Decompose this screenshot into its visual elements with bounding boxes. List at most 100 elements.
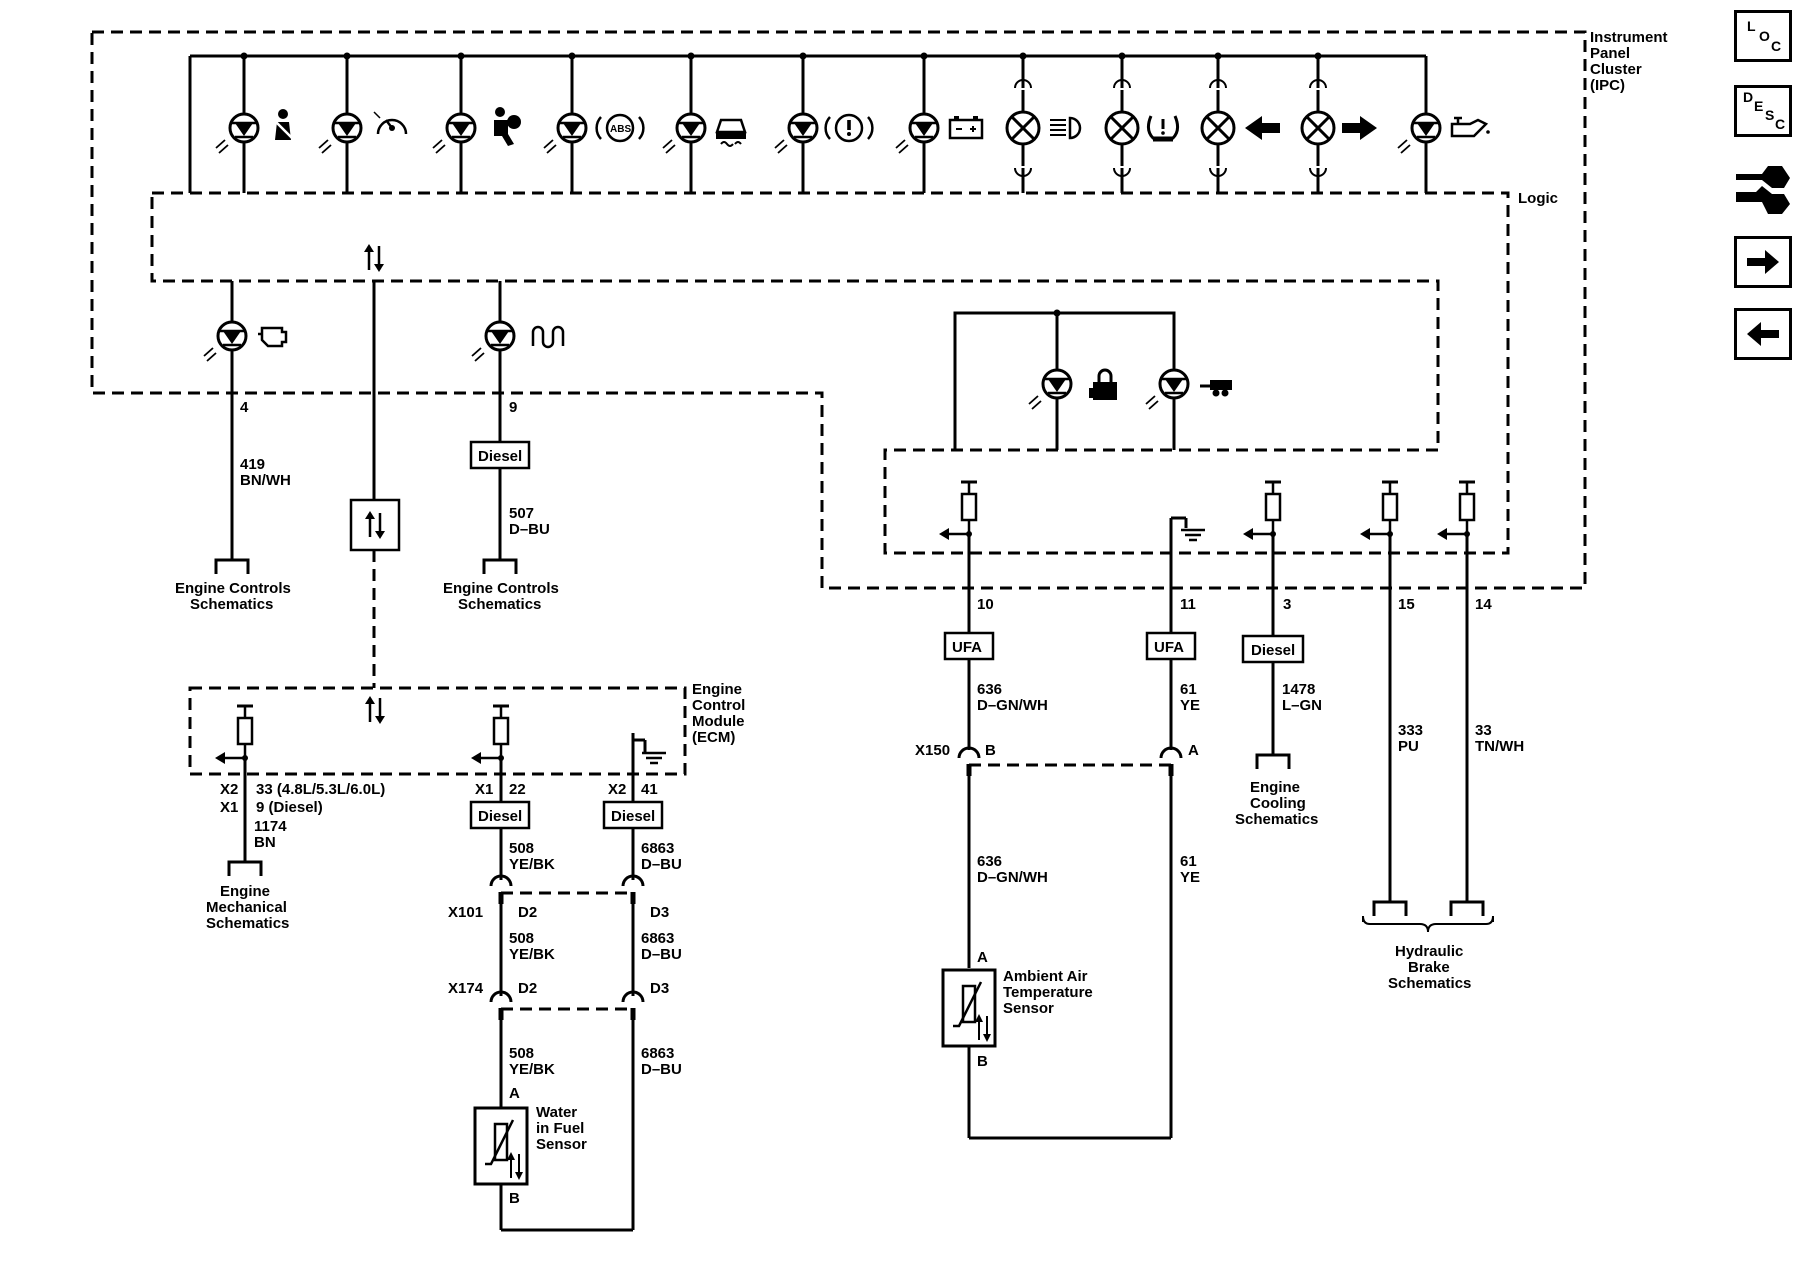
svg-text:B: B [977,1053,988,1070]
right-arrow-icon [1342,116,1377,140]
svg-text:22: 22 [509,781,526,798]
svg-text:YE: YE [1180,697,1200,714]
left-arrow-icon [1245,116,1280,140]
svg-text:D3: D3 [650,904,669,921]
ipc-title: Instrument Panel Cluster (IPC) [1590,29,1668,94]
svg-text:YE: YE [1180,869,1200,886]
svg-text:14: 14 [1475,596,1492,613]
seatbelt-indicator [214,109,293,155]
left-turn-indicator [1200,78,1280,178]
svg-text:BN: BN [254,834,276,851]
svg-text:11: 11 [1180,596,1196,613]
svg-text:A: A [1188,742,1199,759]
svg-text:3: 3 [1283,596,1291,613]
svg-text:1174: 1174 [254,818,287,835]
svg-text:D–BU: D–BU [509,521,550,538]
svg-text:Schematics: Schematics [190,596,273,613]
svg-text:A: A [509,1085,520,1102]
svg-text:(IPC): (IPC) [1590,77,1625,94]
svg-text:6863: 6863 [641,840,674,857]
svg-text:Engine Controls: Engine Controls [443,580,559,597]
svg-text:4: 4 [240,399,249,416]
svg-text:508: 508 [509,930,534,947]
glow-plug-icon [531,325,565,349]
svg-text:B: B [509,1190,520,1207]
svg-text:419: 419 [240,456,265,473]
svg-text:Engine: Engine [692,681,742,698]
svg-text:Ambient Air: Ambient Air [1003,968,1088,985]
oil-can-icon [1450,116,1490,138]
svg-text:Mechanical: Mechanical [206,899,287,916]
next-arrow-icon [1747,250,1779,274]
svg-text:D–BU: D–BU [641,1061,682,1078]
next-page-button[interactable] [1734,236,1792,288]
svg-text:41: 41 [641,781,658,798]
svg-text:X1: X1 [475,781,493,798]
tow-haul-icon [1200,380,1232,397]
location-button[interactable]: L O C [1734,10,1792,62]
svg-text:D3: D3 [650,980,669,997]
seatbelt-icon [273,109,293,140]
svg-text:636: 636 [977,681,1002,698]
charge-indicator [894,112,984,155]
svg-text:YE/BK: YE/BK [509,1061,555,1078]
security-lock-icon [1089,368,1117,400]
svg-text:Control: Control [692,697,745,714]
svg-text:Hydraulic: Hydraulic [1395,943,1463,960]
svg-text:Cooling: Cooling [1250,795,1306,812]
battery-icon [948,116,984,140]
description-button[interactable]: D E S C [1734,85,1792,137]
svg-text:YE/BK: YE/BK [509,856,555,873]
brake-fluid-circuit-14: 14 33 TN/WH [1435,480,1524,918]
serial-data-link [349,281,401,726]
data-link-arrows-ipc [362,242,386,274]
svg-text:Diesel: Diesel [611,808,655,825]
svg-text:X150: X150 [915,742,950,759]
svg-text:(ECM): (ECM) [692,729,735,746]
right-turn-indicator [1300,78,1377,178]
svg-text:D2: D2 [518,980,537,997]
svg-text:D–GN/WH: D–GN/WH [977,869,1048,886]
logic-label: Logic [1518,190,1558,207]
svg-text:Diesel: Diesel [1251,642,1295,659]
svg-text:UFA: UFA [952,639,982,656]
svg-text:Schematics: Schematics [206,915,289,932]
svg-text:Cluster: Cluster [1590,61,1642,78]
skid-car-icon [715,118,747,147]
svg-text:X2: X2 [220,781,238,798]
svg-text:Engine: Engine [1250,779,1300,796]
svg-text:A: A [977,949,988,966]
svg-text:33: 33 [1475,722,1492,739]
svg-text:Engine Controls: Engine Controls [175,580,291,597]
headlamp-icon [1050,116,1082,140]
traction-indicator [661,112,747,155]
previous-page-button[interactable] [1734,308,1792,360]
oil-pressure-indicator [1396,112,1490,155]
svg-text:D2: D2 [518,904,537,921]
svg-text:TN/WH: TN/WH [1475,738,1524,755]
svg-text:636: 636 [977,853,1002,870]
glow-plug-indicator: 9 Diesel 507 D–BU Engine Controls Schema… [443,281,565,613]
svg-text:PU: PU [1398,738,1419,755]
svg-text:508: 508 [509,1045,534,1062]
svg-text:Module: Module [692,713,745,730]
engine-icon [258,326,288,348]
svg-text:15: 15 [1398,596,1415,613]
water-in-fuel-low-ref: X2 41 Diesel 6863 D–BU D3 6863 D–BU D3 6… [602,733,682,1230]
svg-text:333: 333 [1398,722,1423,739]
svg-text:Sensor: Sensor [536,1136,587,1153]
speed-control-indicator [317,111,408,155]
high-beam-indicator [1005,78,1082,178]
airbag-icon [494,107,521,146]
svg-text:1478: 1478 [1282,681,1315,698]
svg-text:6863: 6863 [641,930,674,947]
svg-text:33 (4.8L/5.3L/6.0L): 33 (4.8L/5.3L/6.0L) [256,781,385,798]
abs-icon: ABS [595,113,645,143]
connector-icon[interactable] [1732,158,1794,218]
aat-low-ref-circuit: 11 UFA 61 YE A 61 YE [1145,516,1207,1138]
previous-arrow-icon [1747,322,1779,346]
svg-text:BN/WH: BN/WH [240,472,291,489]
water-in-fuel-circuit: X1 22 Diesel 508 YE/BK X101 D2 508 YE/BK… [448,704,633,1232]
svg-text:X2: X2 [608,781,626,798]
